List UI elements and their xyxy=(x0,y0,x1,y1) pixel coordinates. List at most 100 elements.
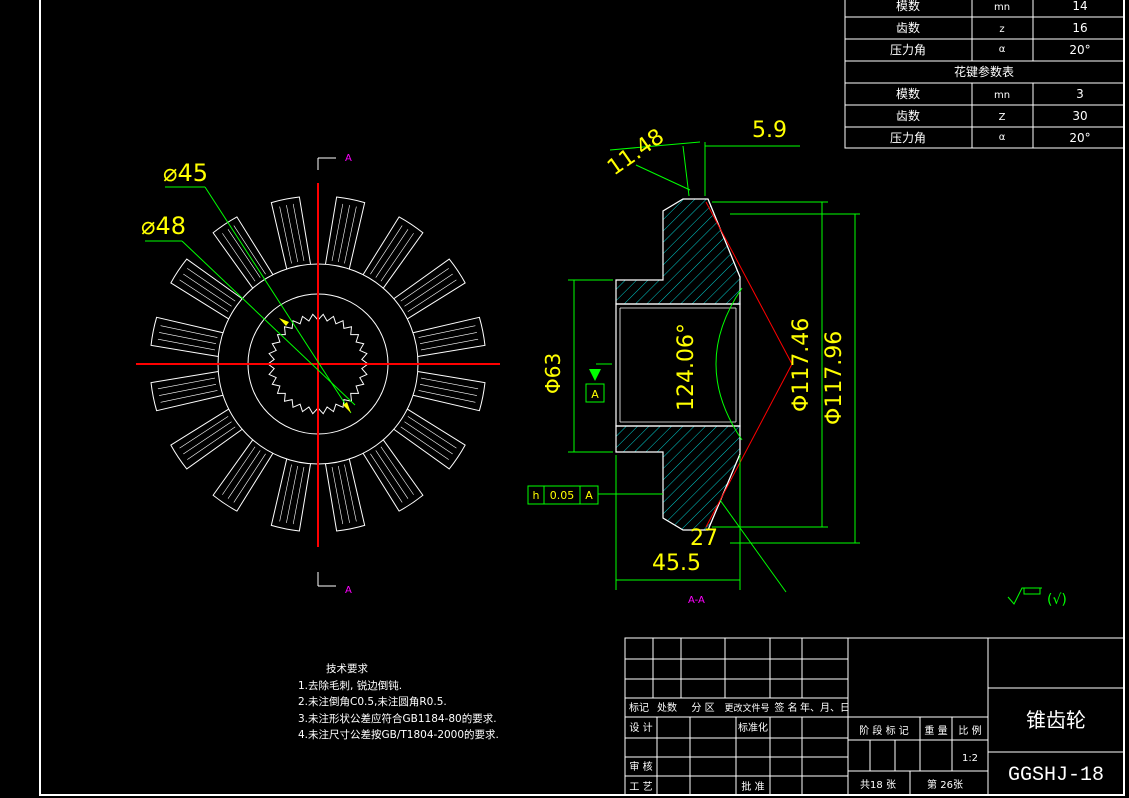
tolerance-value: 0.05 xyxy=(550,489,575,502)
gear-tooth xyxy=(412,370,486,412)
tooth-flank-line xyxy=(159,332,217,345)
section-upper xyxy=(615,198,741,305)
dim-diameter-45: ⌀45 xyxy=(163,159,208,187)
dim-45-5: 45.5 xyxy=(652,551,701,576)
tooth-flank-line xyxy=(157,338,216,351)
datum-a: A xyxy=(585,369,605,403)
gear-tooth xyxy=(324,196,366,270)
tooth-flank-line xyxy=(286,205,299,263)
tooth-flank-line xyxy=(418,390,476,403)
param-symbol: mn xyxy=(994,2,1010,13)
spline-symbol: Z xyxy=(999,112,1006,123)
param-symbol: α xyxy=(999,44,1006,55)
tooth-flank-line xyxy=(344,464,357,522)
part-name: 锥齿轮 xyxy=(1026,708,1086,732)
section-mark-bottom xyxy=(317,572,336,587)
dim-diameter-48: ⌀48 xyxy=(141,212,186,240)
param-symbol: z xyxy=(999,24,1004,35)
gear-tooth xyxy=(212,216,274,289)
spline-table-title: 花键参数表 xyxy=(954,64,1014,79)
tooth-flank-line xyxy=(233,225,266,275)
tooth-flank-line xyxy=(331,203,344,262)
gear-tooth xyxy=(412,316,486,358)
tooth-flank-line xyxy=(279,464,292,522)
gear-tooth xyxy=(270,196,312,270)
tooth-flank-line xyxy=(160,325,218,338)
gear-tooth xyxy=(362,439,424,512)
gear-tooth xyxy=(393,258,466,320)
param-name: 压力角 xyxy=(890,43,926,57)
tooth-flank-line xyxy=(331,466,344,525)
rev-header: 处数 xyxy=(657,701,677,714)
param-value: 20° xyxy=(1069,43,1090,57)
dim-11-48: 11.48 xyxy=(603,124,669,181)
section-letter-top: A xyxy=(345,153,352,164)
sheet-number: 第 26张 xyxy=(927,778,963,791)
tooth-flank-line xyxy=(227,450,261,499)
parameter-table xyxy=(844,0,1125,149)
bore xyxy=(615,303,741,427)
section-mark-top xyxy=(317,157,336,170)
tooth-flank-line xyxy=(233,453,266,503)
section-letter-bottom: A xyxy=(345,585,352,596)
gear-tooth xyxy=(150,316,224,358)
review-label: 审 核 xyxy=(629,760,652,773)
param-value: 14 xyxy=(1072,0,1087,13)
tooth-flank-line xyxy=(183,273,232,307)
scale-value: 1:2 xyxy=(962,753,978,764)
tooth-flank-line xyxy=(380,233,414,282)
tooth-flank-line xyxy=(179,279,229,312)
diameter-leaders xyxy=(145,186,356,414)
stage-header: 比 例 xyxy=(958,724,981,737)
gear-tooth xyxy=(150,370,224,412)
process-label: 工 艺 xyxy=(629,781,652,793)
tooth-flank-line xyxy=(187,426,236,460)
dim-27: 27 xyxy=(690,526,718,551)
stage-header: 阶 段 标 记 xyxy=(859,724,909,737)
tooth-flank-line xyxy=(370,453,403,503)
tooth-flank-line xyxy=(344,206,357,264)
tooth-flank-line xyxy=(375,229,409,278)
tooth-flank-line xyxy=(187,268,236,302)
roughness-note: (√) xyxy=(1047,592,1067,608)
tolerance-datum: A xyxy=(585,489,593,502)
arrow-head xyxy=(343,402,351,413)
gear-tooth xyxy=(270,458,312,532)
title-block xyxy=(624,637,1125,796)
gear-tooth xyxy=(170,408,243,470)
dim-diameter-117-46: Φ117.46 xyxy=(789,318,814,412)
tooth-flank-line xyxy=(419,383,477,396)
spline-name: 压力角 xyxy=(890,131,926,145)
tooth-flank-line xyxy=(183,421,232,455)
tooth-flank-line xyxy=(157,377,216,390)
rev-header: 签 名 xyxy=(774,701,797,714)
gear-tooth xyxy=(393,408,466,470)
tooth-flank-line xyxy=(337,465,350,523)
approve-label: 批 准 xyxy=(741,780,764,793)
sheet-count: 共18 张 xyxy=(860,779,896,791)
tooth-flank-line xyxy=(375,450,409,499)
tooth-flank-line xyxy=(400,268,449,302)
tooth-flank-line xyxy=(420,338,479,351)
tooth-flank-line xyxy=(222,233,256,282)
tooth-flank-line xyxy=(292,466,305,525)
gear-tooth xyxy=(324,458,366,532)
tooth-flank-line xyxy=(159,383,217,396)
tooth-flank-line xyxy=(160,390,218,403)
tolerance-frame: h 0.05 A xyxy=(527,485,599,505)
dim-angle-124: 124.06° xyxy=(674,323,699,411)
tooth-flank-line xyxy=(227,229,261,278)
dim-5-9: 5.9 xyxy=(752,118,787,143)
tolerance-symbol: h xyxy=(533,489,540,502)
arrow-head xyxy=(279,318,289,326)
param-value: 16 xyxy=(1072,21,1087,35)
drawing-number: GGSHJ-18 xyxy=(1008,764,1104,787)
gear-tooth xyxy=(212,439,274,512)
dim-diameter-117-96: Φ117.96 xyxy=(822,331,847,425)
roughness-symbol xyxy=(1007,587,1042,605)
tooth-flank-line xyxy=(337,205,350,263)
tooth-flank-line xyxy=(286,465,299,523)
tooth-flank-line xyxy=(407,279,457,312)
spline-name: 模数 xyxy=(896,86,920,101)
